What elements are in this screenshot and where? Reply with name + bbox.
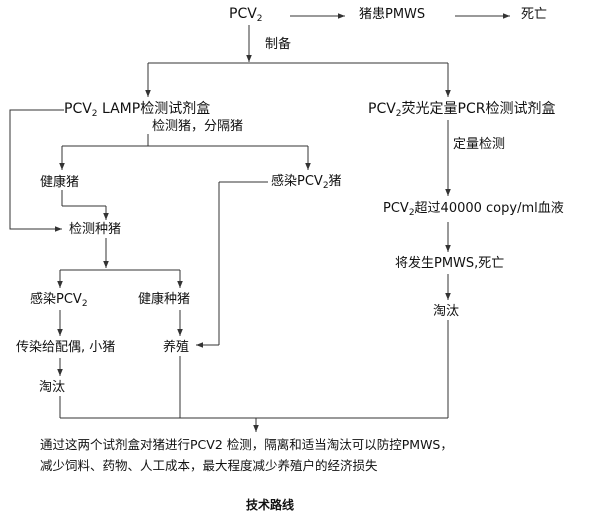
node-over-threshold: PCV2超过40000 copy/ml血液 (383, 201, 564, 218)
node-will-pmws: 将发生PMWS,死亡 (395, 256, 505, 271)
label-quant-detect: 定量检测 (453, 137, 506, 152)
line-lamp-loop-to-breeding (9, 109, 64, 232)
node-pcv2: PCV2 (229, 6, 263, 24)
node-healthy-pig: 健康猪 (40, 175, 80, 190)
conclusion-line-2: 减少饲料、药物、人工成本，最大程度减少养殖户的经济损失 (40, 458, 378, 473)
node-infected-breed: 感染PCV2 (30, 292, 88, 309)
node-lamp-kit: PCV2 LAMP检测试剂盒 (64, 101, 211, 119)
label-prepare: 制备 (265, 37, 292, 52)
node-pcr-kit: PCV2荧光定量PCR检测试剂盒 (368, 101, 556, 119)
node-death: 死亡 (521, 7, 548, 22)
node-pig-pmws: 猪患PMWS (359, 7, 426, 22)
node-infected-pig: 感染PCV2猪 (271, 174, 342, 191)
conclusion-line-1: 通过这两个试剂盒对猪进行PCV2 检测，隔离和适当淘汰可以防控PMWS， (40, 437, 453, 452)
node-raise: 养殖 (163, 340, 190, 355)
node-transmit: 传染给配偶, 小猪 (16, 340, 116, 355)
node-healthy-breed: 健康种猪 (138, 292, 191, 307)
diagram-caption: 技术路线 (246, 498, 295, 512)
node-detect-breeding: 检测种猪 (69, 222, 122, 237)
label-detect-separate: 检测猪，分隔猪 (152, 119, 244, 134)
node-cull-left: 淘汰 (39, 380, 66, 395)
node-cull-right: 淘汰 (433, 304, 460, 319)
